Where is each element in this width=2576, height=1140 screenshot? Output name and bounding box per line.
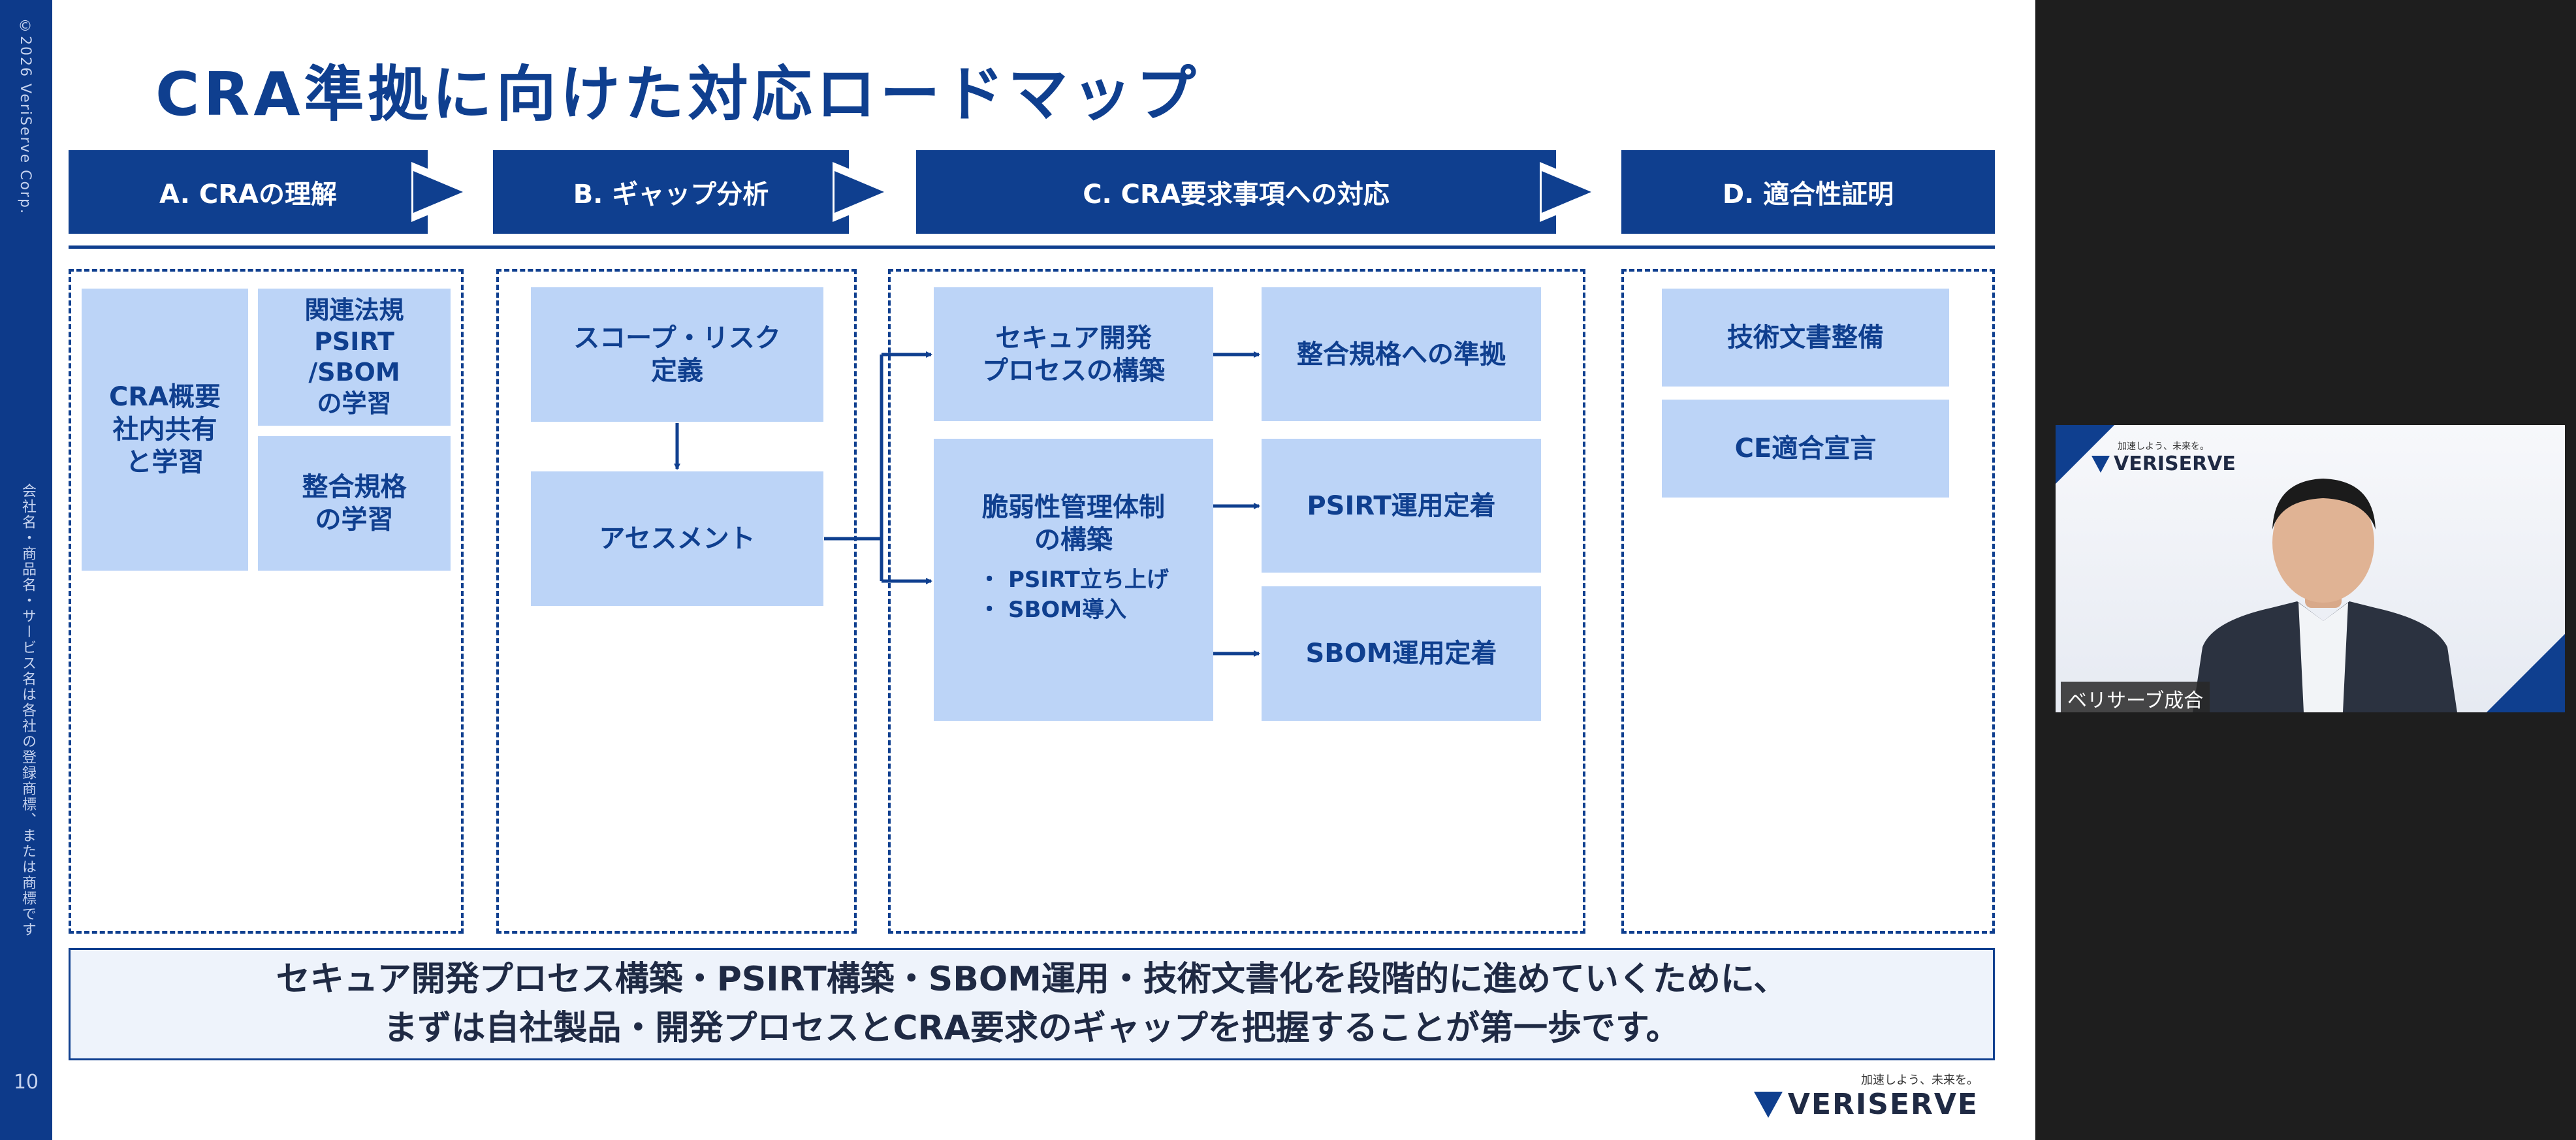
conclusion-line-1: セキュア開発プロセス構築・PSIRT構築・SBOM運用・技術文書化を段階的に進め… xyxy=(276,959,1788,999)
group-c-frame xyxy=(888,269,1585,934)
group-a-frame xyxy=(69,269,464,934)
vuln-mgmt-title: 脆弱性管理体制 の構築 xyxy=(982,492,1165,555)
secure-dev-process-card: セキュア開発 プロセスの構築 xyxy=(934,287,1213,421)
logo-tagline: 加速しよう、未来を。 xyxy=(1861,1073,1979,1087)
group-b-frame xyxy=(496,269,857,934)
participant-video-tile[interactable]: 加速しよう、未来を。 VERISERVE ベリサーブ成合 xyxy=(2056,425,2565,712)
conclusion-box: セキュア開発プロセス構築・PSIRT構築・SBOM運用・技術文書化を段階的に進め… xyxy=(69,948,1995,1060)
slide-title: CRA準拠に向けた対応ロードマップ xyxy=(155,59,1200,129)
veriserve-v-icon xyxy=(1753,1091,1783,1118)
video-background-logo: 加速しよう、未来を。 VERISERVE xyxy=(2091,439,2236,475)
psirt-ops-card: PSIRT運用定着 xyxy=(1262,439,1541,573)
flow-arrows xyxy=(674,351,1260,657)
slide-side-bar: ©2026 VeriServe Corp. 会社名・商品名・サービス名は各社の登… xyxy=(0,0,52,1140)
phase-b-header: B. ギャップ分析 xyxy=(493,150,849,234)
scope-risk-card: スコープ・リスク 定義 xyxy=(531,287,823,422)
phase-a-header: A. CRAの理解 xyxy=(69,150,428,234)
standards-compliance-card: 整合規格への準拠 xyxy=(1262,287,1541,421)
page-number: 10 xyxy=(13,1071,39,1094)
header-divider xyxy=(69,245,1995,249)
vuln-mgmt-bullets: ・ PSIRT立ち上げ ・ SBOM導入 xyxy=(978,565,1169,625)
video-logo-wordmark: VERISERVE xyxy=(2091,452,2236,475)
video-corner-decoration xyxy=(2487,634,2565,712)
veriserve-logo: 加速しよう、未来を。 VERISERVE xyxy=(1753,1071,1979,1130)
phase-c-header: C. CRA要求事項への対応 xyxy=(916,150,1556,234)
veriserve-v-icon xyxy=(2091,455,2110,473)
logo-wordmark: VERISERVE xyxy=(1753,1088,1979,1121)
presentation-slide: ©2026 VeriServe Corp. 会社名・商品名・サービス名は各社の登… xyxy=(0,0,2035,1140)
phase-d-header: D. 適合性証明 xyxy=(1621,150,1995,234)
copyright-text: ©2026 VeriServe Corp. xyxy=(17,18,33,215)
list-item: ・ SBOM導入 xyxy=(978,596,1127,623)
phase-arrow-inner-icon xyxy=(413,171,463,213)
tech-docs-card: 技術文書整備 xyxy=(1662,289,1949,387)
assessment-card: アセスメント xyxy=(531,471,823,606)
standards-study-card: 整合規格 の学習 xyxy=(258,436,451,571)
sbom-ops-card: SBOM運用定着 xyxy=(1262,586,1541,721)
ce-declaration-card: CE適合宣言 xyxy=(1662,400,1949,498)
participant-avatar xyxy=(2193,479,2457,712)
phase-arrow-inner-icon xyxy=(835,171,884,213)
trademark-note: 会社名・商品名・サービス名は各社の登録商標、または商標です xyxy=(20,483,36,938)
cra-overview-card: CRA概要 社内共有 と学習 xyxy=(82,289,248,571)
video-logo-tagline: 加速しよう、未来を。 xyxy=(2118,441,2209,452)
phase-arrow-inner-icon xyxy=(1542,171,1591,213)
group-d-frame xyxy=(1621,269,1995,934)
video-corner-decoration xyxy=(2056,425,2114,484)
list-item: ・ PSIRT立ち上げ xyxy=(978,567,1169,593)
related-laws-card: 関連法規 PSIRT /SBOM の学習 xyxy=(258,289,451,426)
vuln-mgmt-card: 脆弱性管理体制 の構築 ・ PSIRT立ち上げ ・ SBOM導入 xyxy=(934,439,1213,721)
participant-name-label: ベリサーブ成合 xyxy=(2061,682,2210,712)
conclusion-line-2: まずは自社製品・開発プロセスとCRA要求のギャップを把握することが第一歩です。 xyxy=(383,1009,1680,1048)
